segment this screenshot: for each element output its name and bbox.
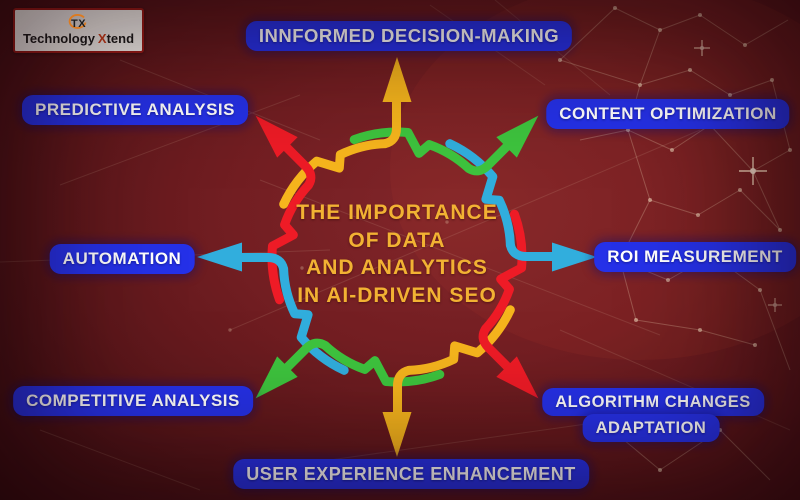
label-user-experience-enhancement: USER EXPERIENCE ENHANCEMENT [233, 459, 589, 489]
arc-cyan-right [445, 139, 515, 250]
logo-tx-text: TX [70, 17, 87, 30]
label-competitive-analysis: COMPETITIVE ANALYSIS [13, 386, 253, 416]
arrow-down-yellow [382, 365, 414, 457]
arrow-right-cyan [505, 240, 597, 272]
arc-segments [267, 127, 527, 387]
label-informed-decision-making: INNFORMED DECISION-MAKING [245, 21, 573, 51]
arrow-up-yellow [380, 57, 412, 149]
logo-text-part1: Technology [22, 30, 95, 46]
arc-red-topleft [267, 180, 313, 305]
logo-text-accent: X [97, 30, 107, 46]
arc-red-bottomright [481, 209, 527, 334]
arc-yellow-top [279, 139, 390, 209]
arrow-downright-red [478, 324, 539, 399]
label-predictive-analysis: PREDICTIVE ANALYSIS [21, 95, 249, 125]
title-line-3: AND ANALYTICS [306, 256, 488, 279]
title-line-1: THE IMPORTANCE [296, 201, 498, 224]
label-automation: AUTOMATION [49, 244, 195, 274]
title-line-2: OF DATA [348, 228, 446, 252]
logo-tx-mark: TX [68, 13, 87, 31]
arrow-left-cyan [197, 242, 289, 274]
label-adaptation: ADAPTATION [582, 414, 720, 442]
arc-yellow-bottom [404, 305, 515, 375]
label-algorithm-changes: ALGORITHM CHANGES [542, 388, 764, 416]
arrow-upleft-red [255, 115, 316, 190]
arc-green-topright [349, 127, 474, 173]
arrow-upright-green [464, 115, 539, 176]
label-content-optimization: CONTENT OPTIMIZATION [546, 99, 790, 129]
logo-text-part2: tend [106, 30, 135, 46]
center-title: THE IMPORTANCE OF DATA AND ANALYTICS IN … [257, 199, 537, 309]
title-line-4: IN AI-DRIVEN SEO [297, 283, 497, 307]
radial-arrows [197, 57, 597, 457]
arrow-downleft-green [255, 338, 330, 399]
sparkle-stars [694, 40, 782, 312]
label-roi-measurement: ROI MEASUREMENT [594, 242, 796, 272]
logo-swoosh-icon [68, 13, 87, 29]
arc-green-bottomleft [320, 341, 445, 387]
arc-cyan-left [279, 264, 349, 375]
